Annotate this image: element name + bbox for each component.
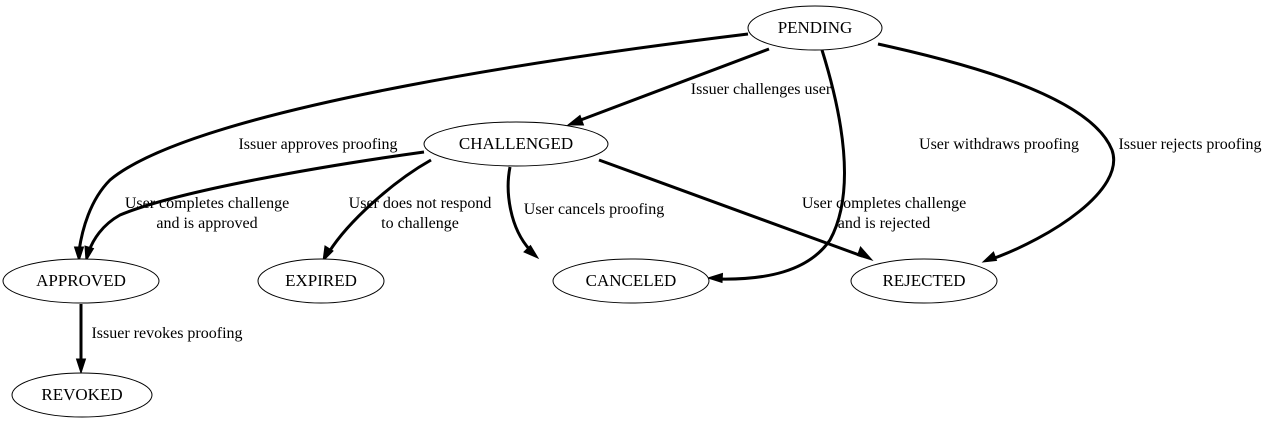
edge-line-pending-canceled xyxy=(717,49,846,281)
edge-label-line: User completes challenge xyxy=(125,195,289,212)
node-label-expired: EXPIRED xyxy=(285,271,357,290)
node-label-pending: PENDING xyxy=(778,18,853,37)
edge-label-line: Issuer revokes proofing xyxy=(91,325,242,342)
arrowhead-icon xyxy=(523,244,540,260)
edge-line-pending-rejected xyxy=(877,42,1116,261)
edge-label-line: Issuer rejects proofing xyxy=(1118,136,1261,153)
edge-pending-approved xyxy=(73,32,749,263)
node-ellipse-expired xyxy=(257,258,385,304)
arrowhead-icon xyxy=(706,272,724,284)
arrowhead-icon xyxy=(84,245,95,263)
node-canceled[interactable]: CANCELED xyxy=(552,258,710,304)
node-challenged[interactable]: CHALLENGED xyxy=(423,121,609,167)
edges-layer xyxy=(73,32,1116,375)
edge-label-line: User withdraws proofing xyxy=(919,136,1079,153)
edge-label-challenged-rejected: User completes challenge and is rejected xyxy=(802,195,966,232)
node-ellipse-challenged xyxy=(423,121,609,167)
edge-line-challenged-canceled xyxy=(506,166,532,252)
edge-label-line: and is rejected xyxy=(838,215,930,232)
edge-label-pending-canceled: User withdraws proofing xyxy=(919,136,1079,153)
edge-pending-canceled xyxy=(706,49,846,284)
edge-label-approved-revoked: Issuer revokes proofing xyxy=(91,325,242,342)
edge-label-line: User completes challenge xyxy=(802,195,966,212)
node-label-canceled: CANCELED xyxy=(586,271,677,290)
edge-label-line: Issuer approves proofing xyxy=(238,136,397,153)
arrowhead-icon xyxy=(856,246,874,262)
edge-pending-challenged xyxy=(566,47,770,126)
arrowhead-icon xyxy=(75,358,87,375)
node-label-revoked: REVOKED xyxy=(41,385,122,404)
node-label-approved: APPROVED xyxy=(36,271,126,290)
node-approved[interactable]: APPROVED xyxy=(2,258,160,304)
arrowhead-icon xyxy=(73,246,85,263)
arrowhead-icon xyxy=(566,114,585,126)
edge-challenged-rejected xyxy=(598,158,874,262)
node-revoked[interactable]: REVOKED xyxy=(11,372,153,418)
edge-challenged-expired xyxy=(322,158,432,263)
edge-label-pending-rejected: Issuer rejects proofing xyxy=(1118,136,1261,153)
edge-line-challenged-approved xyxy=(87,150,425,252)
edge-labels-layer: Issuer approves proofing Issuer challenge… xyxy=(91,81,1261,342)
edge-label-pending-challenged: Issuer challenges user xyxy=(691,81,832,98)
edge-challenged-approved xyxy=(84,150,425,263)
edge-label-pending-approved: Issuer approves proofing xyxy=(238,136,397,153)
edge-pending-rejected xyxy=(877,42,1116,263)
edge-label-line: User cancels proofing xyxy=(524,201,664,218)
edge-label-challenged-expired: User does not respond to challenge xyxy=(349,195,492,232)
edge-line-challenged-expired xyxy=(327,158,432,253)
edge-label-challenged-approved: User completes challenge and is approved xyxy=(125,195,289,232)
node-ellipse-canceled xyxy=(552,258,710,304)
edge-approved-revoked xyxy=(75,304,87,375)
edge-line-pending-challenged xyxy=(577,47,770,123)
node-expired[interactable]: EXPIRED xyxy=(257,258,385,304)
edge-label-line: User does not respond xyxy=(349,195,492,212)
edge-label-challenged-canceled: User cancels proofing xyxy=(524,201,664,218)
node-pending[interactable]: PENDING xyxy=(747,5,883,51)
node-label-rejected: REJECTED xyxy=(882,271,965,290)
edge-label-line: and is approved xyxy=(156,215,257,232)
node-rejected[interactable]: REJECTED xyxy=(850,258,998,304)
edge-challenged-canceled xyxy=(506,166,540,260)
node-label-challenged: CHALLENGED xyxy=(459,134,573,153)
edge-line-challenged-rejected xyxy=(598,158,863,258)
nodes-layer: PENDING CHALLENGED APPROVED EXPIRED CANCELED… xyxy=(2,5,998,418)
node-ellipse-pending xyxy=(747,5,883,51)
node-ellipse-approved xyxy=(2,258,160,304)
edge-label-line: Issuer challenges user xyxy=(691,81,832,98)
edge-label-line: to challenge xyxy=(381,215,459,232)
node-ellipse-revoked xyxy=(11,372,153,418)
arrowhead-icon xyxy=(322,245,334,263)
arrowhead-icon xyxy=(981,251,998,263)
node-ellipse-rejected xyxy=(850,258,998,304)
edge-line-pending-approved xyxy=(77,32,749,252)
